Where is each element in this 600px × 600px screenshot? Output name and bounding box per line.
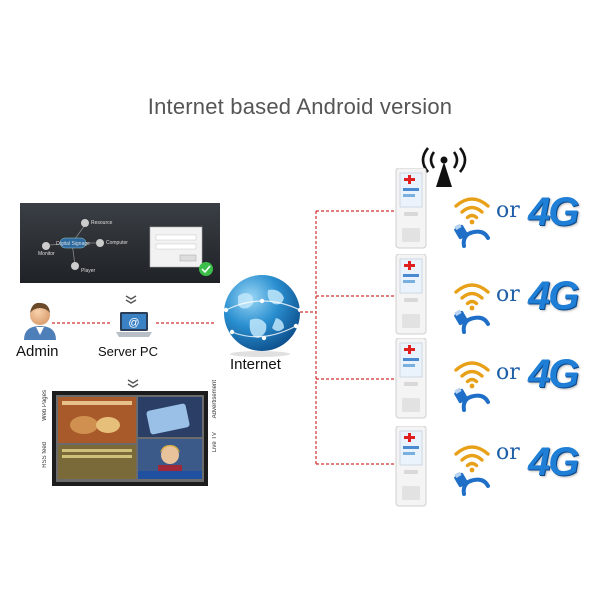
- wifi-icon: [452, 192, 492, 253]
- server-pc-label: Server PC: [98, 344, 158, 359]
- panel-node-resource: Resource: [91, 220, 113, 226]
- internet-label: Internet: [230, 356, 281, 373]
- panel-node-computer: Computer: [106, 240, 128, 246]
- kiosk-icon: [394, 425, 428, 513]
- admin-label: Admin: [16, 343, 59, 360]
- chevron-down-icon: [124, 292, 138, 310]
- chevron-down-icon: [126, 376, 140, 394]
- network-4g-label: 4G: [528, 352, 579, 396]
- wifi-icon: [452, 278, 492, 339]
- network-4g-label: 4G: [528, 274, 579, 318]
- ethernet-cable-icon: [454, 471, 490, 496]
- kiosk-icon: [394, 167, 428, 255]
- or-label: or: [496, 360, 520, 385]
- panel-node-player: Player: [81, 268, 96, 274]
- network-4g-label: 4G: [528, 190, 579, 234]
- signage-display: [52, 391, 208, 486]
- ethernet-cable-icon: [454, 309, 490, 334]
- software-panel: Digital Signage Resource Computer Monito…: [20, 203, 220, 283]
- user-icon: [20, 300, 60, 347]
- network-4g-label: 4G: [528, 440, 579, 484]
- svg-text:@: @: [128, 317, 139, 329]
- wifi-icon: [452, 440, 492, 501]
- antenna-icon: [418, 144, 470, 193]
- diagram-title: Internet based Android version: [147, 94, 453, 119]
- or-label: or: [496, 198, 520, 223]
- panel-node-monitor: Monitor: [38, 251, 55, 257]
- kiosk-icon: [394, 253, 428, 341]
- globe-icon: [210, 268, 310, 363]
- panel-center-node: Digital Signage: [56, 241, 90, 247]
- kiosk-icon: [394, 337, 428, 425]
- or-label: or: [496, 440, 520, 465]
- wifi-icon: [452, 356, 492, 417]
- ethernet-cable-icon: [454, 223, 490, 248]
- ethernet-cable-icon: [454, 387, 490, 412]
- or-label: or: [496, 282, 520, 307]
- laptop-icon: @: [114, 311, 154, 344]
